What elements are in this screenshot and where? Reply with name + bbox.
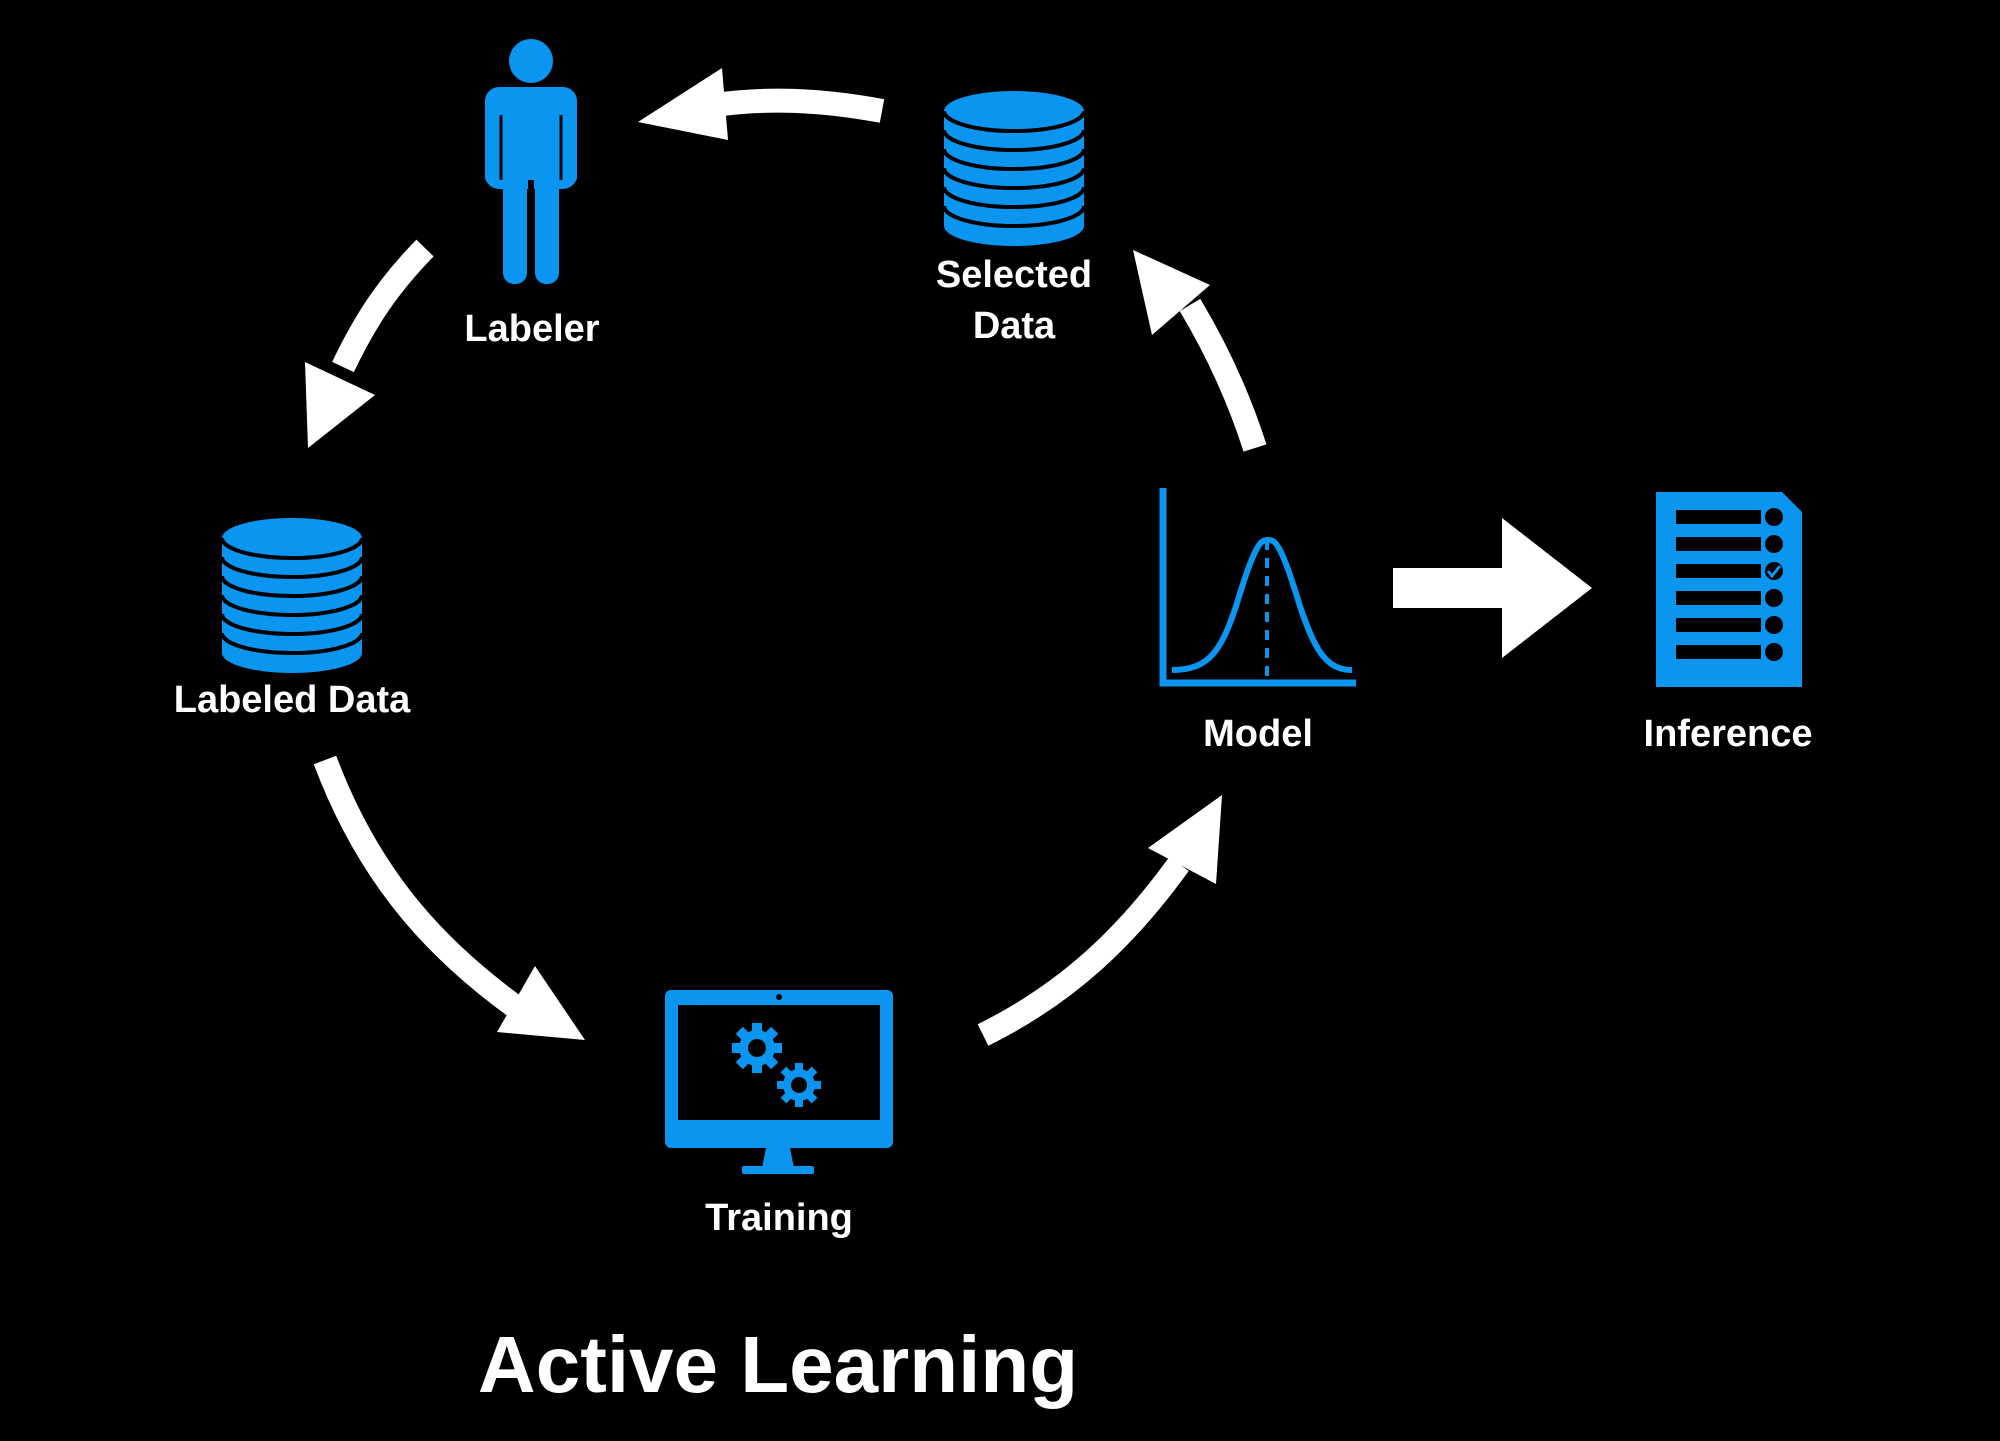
arrow-labeled-data-to-training <box>313 755 585 1040</box>
inference-label: Inference <box>1644 713 1813 755</box>
training-label: Training <box>705 1197 853 1239</box>
arrow-labeler-to-labeled-data <box>305 239 434 448</box>
model-node: Model <box>1159 488 1356 755</box>
person-icon <box>485 39 577 284</box>
arrow-training-to-model <box>977 795 1222 1046</box>
database-icon <box>942 91 1086 246</box>
labeled-data-label: Labeled Data <box>174 679 411 721</box>
selected-data-label-line1: Selected <box>936 254 1092 296</box>
labeler-label: Labeler <box>464 308 599 350</box>
selected-data-label-line2: Data <box>973 305 1056 347</box>
arrow-model-to-selected-data <box>1133 250 1267 452</box>
diagram-title: Active Learning <box>478 1320 1078 1409</box>
inference-node: Inference <box>1644 492 1813 755</box>
database-icon <box>220 518 364 673</box>
checklist-document-icon <box>1656 492 1802 687</box>
labeler-node: Labeler <box>464 39 600 350</box>
arrow-model-to-inference <box>1393 518 1592 658</box>
selected-data-node: Selected Data <box>936 91 1092 347</box>
bell-curve-chart-icon <box>1159 488 1356 687</box>
training-node: Training <box>665 990 893 1239</box>
labeled-data-node: Labeled Data <box>174 518 411 721</box>
arrow-selected-to-labeler <box>638 68 885 140</box>
monitor-gears-icon <box>665 990 893 1174</box>
model-label: Model <box>1203 713 1313 755</box>
